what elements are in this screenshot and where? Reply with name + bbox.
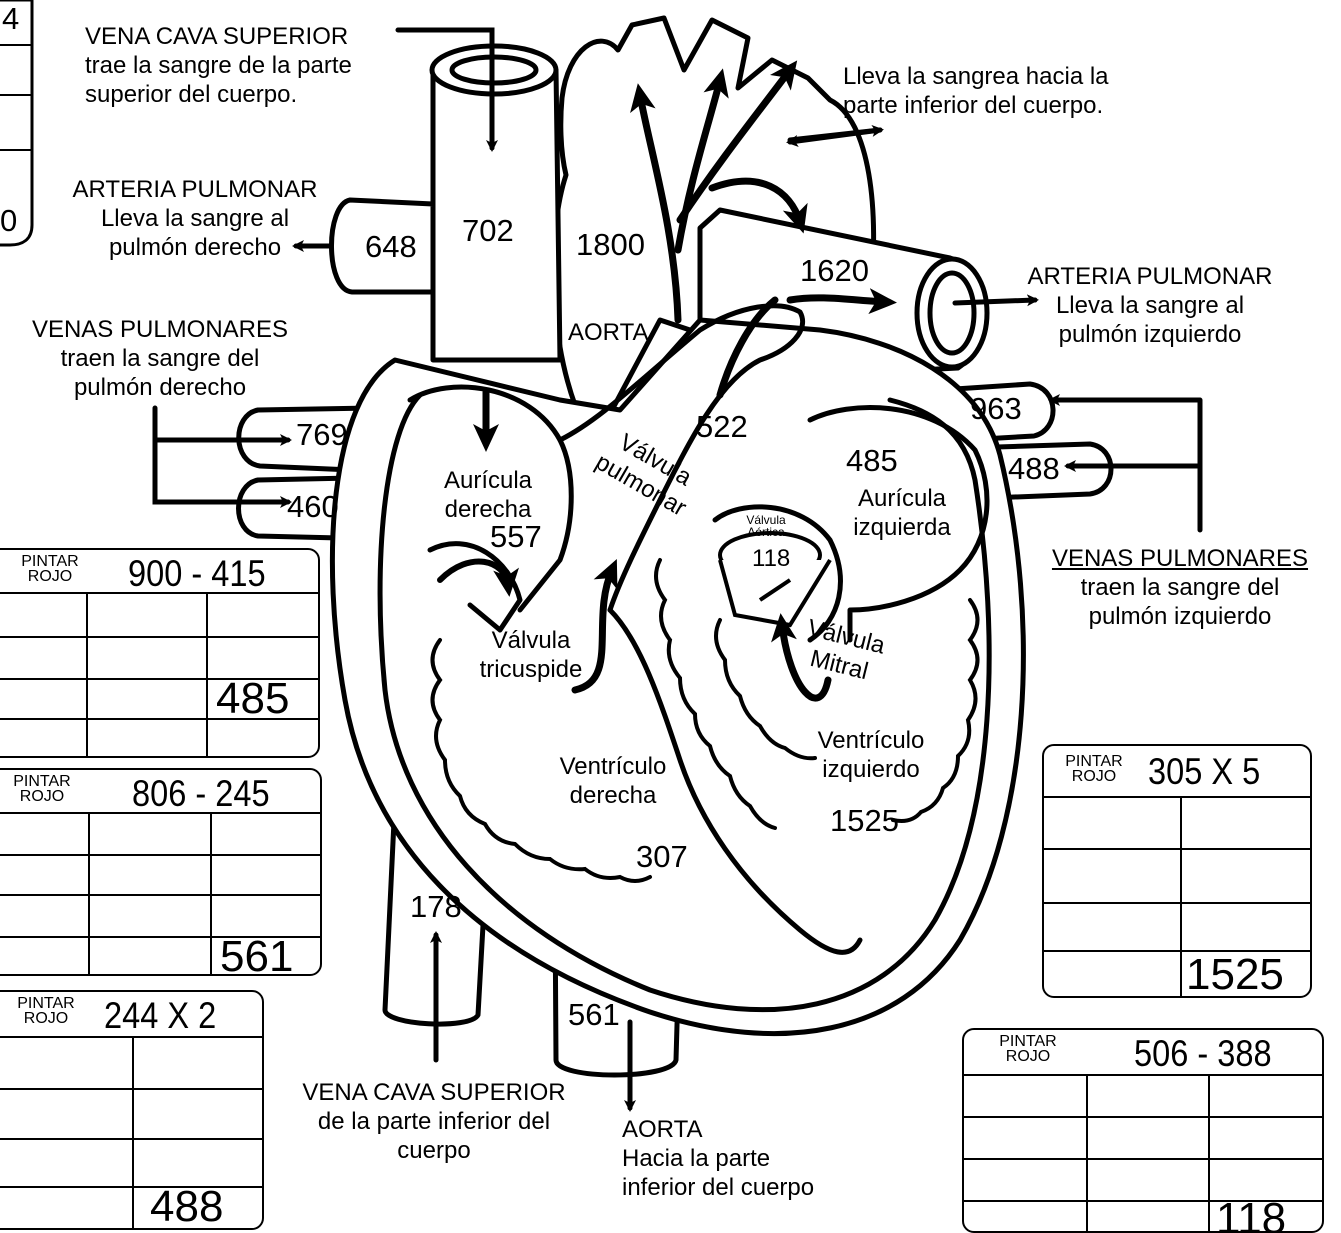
number-307: 307 (636, 840, 688, 874)
number-485: 485 (846, 444, 898, 478)
label-aorta-bottom: AORTA Hacia la parte inferior del cuerpo (622, 1115, 814, 1202)
label-aorta-branches: Lleva la sangrea hacia la parte inferior… (843, 62, 1109, 120)
number-460: 460 (287, 490, 339, 524)
number-1620: 1620 (800, 254, 869, 288)
label-pa-left: ARTERIA PULMONAR Lleva la sangre al pulm… (1000, 262, 1300, 349)
label-ivc: VENA CAVA SUPERIOR de la parte inferior … (275, 1078, 593, 1165)
number-963: 963 (970, 392, 1022, 426)
part-right-ventricle: Ventrículo derecha (548, 752, 678, 810)
number-702: 702 (462, 214, 514, 248)
part-left-ventricle: Ventrículo izquierdo (806, 726, 936, 784)
number-769: 769 (296, 418, 348, 452)
part-aortic-valve: Válvula Aórtica (730, 514, 802, 538)
number-648: 648 (365, 230, 417, 264)
number-1800: 1800 (576, 228, 645, 262)
number-488: 488 (1008, 452, 1060, 486)
part-aorta: AORTA (568, 318, 648, 347)
partial-box-top-number: 4 (2, 2, 19, 36)
number-557: 557 (490, 520, 542, 554)
label-svc-top: VENA CAVA SUPERIOR trae la sangre de la … (85, 22, 352, 109)
partial-box-bottom-number: 0 (0, 204, 17, 238)
label-pa-right: ARTERIA PULMONAR Lleva la sangre al pulm… (40, 175, 350, 262)
label-pv-left: VENAS PULMONARES traen la sangre del pul… (1025, 544, 1335, 631)
number-178: 178 (410, 890, 462, 924)
arrow-pulm-left-trunk (790, 298, 885, 302)
part-right-atrium: Aurícula derecha (432, 466, 544, 524)
part-left-atrium: Aurícula izquierda (842, 484, 962, 542)
number-1525: 1525 (830, 804, 899, 838)
number-118: 118 (752, 542, 790, 576)
part-tricuspid-valve: Válvula tricuspide (466, 626, 596, 684)
number-561: 561 (568, 998, 620, 1032)
number-522: 522 (696, 410, 748, 444)
label-pv-right: VENAS PULMONARES traen la sangre del pul… (5, 315, 315, 402)
